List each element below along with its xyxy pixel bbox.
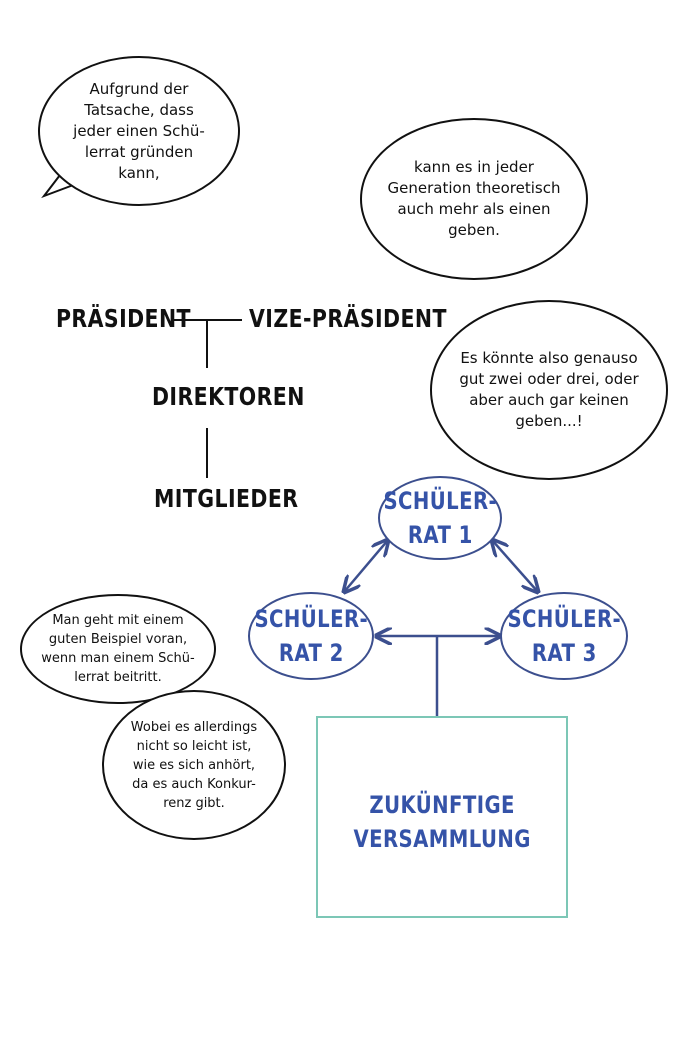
arrow-rat1-rat3 — [492, 540, 538, 592]
hierarchy-president: PRÄSIDENT — [56, 304, 191, 333]
speech-bubble-5-text: Wobei es allerdings nicht so leicht ist,… — [130, 719, 258, 811]
arrow-rat1-rat2 — [344, 540, 388, 592]
council-node-3: SCHÜLER- RAT 3 — [500, 592, 628, 680]
council-node-3-label: SCHÜLER- RAT 3 — [507, 605, 621, 667]
hierarchy-directors: DIREKTOREN — [152, 382, 305, 411]
council-node-1-label: SCHÜLER- RAT 1 — [383, 487, 497, 549]
speech-bubble-5: Wobei es allerdings nicht so leicht ist,… — [102, 690, 286, 840]
speech-bubble-1: Aufgrund der Tatsache, dass jeder einen … — [38, 56, 240, 206]
hierarchy-members: MITGLIEDER — [154, 484, 299, 513]
council-node-1: SCHÜLER- RAT 1 — [378, 476, 502, 560]
speech-bubble-2-text: kann es in jeder Generation theoretisch … — [387, 158, 561, 239]
future-assembly-box: ZUKÜNFTIGE VERSAMMLUNG — [316, 716, 568, 918]
council-node-2-label: SCHÜLER- RAT 2 — [254, 605, 368, 667]
speech-bubble-2: kann es in jeder Generation theoretisch … — [360, 118, 588, 280]
council-node-2: SCHÜLER- RAT 2 — [248, 592, 374, 680]
speech-bubble-3: Es könnte also genauso gut zwei oder dre… — [430, 300, 668, 480]
speech-bubble-4-text: Man geht mit einem guten Beispiel voran,… — [41, 613, 195, 685]
speech-bubble-3-text: Es könnte also genauso gut zwei oder dre… — [459, 349, 639, 430]
hierarchy-vice-president: VIZE-PRÄSIDENT — [249, 304, 447, 333]
speech-bubble-4: Man geht mit einem guten Beispiel voran,… — [20, 594, 216, 704]
future-assembly-label: ZUKÜNFTIGE VERSAMMLUNG — [353, 791, 531, 853]
speech-bubble-1-text: Aufgrund der Tatsache, dass jeder einen … — [73, 79, 205, 182]
